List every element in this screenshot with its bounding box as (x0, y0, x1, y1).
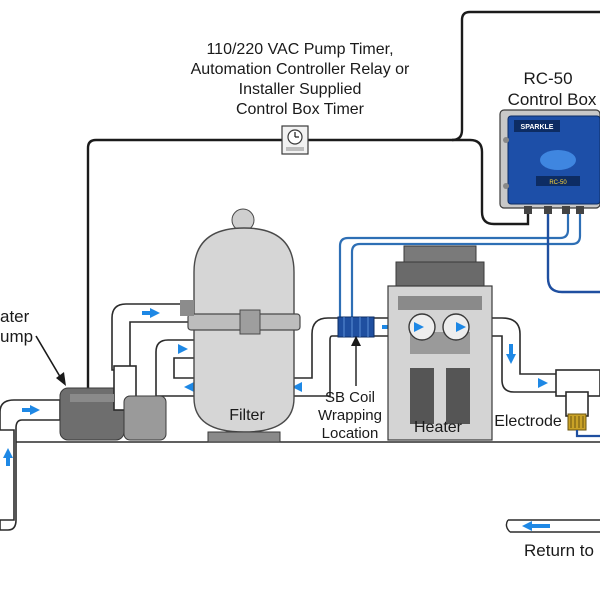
coil-label-line-3: Location (322, 425, 379, 442)
return-pipe (505, 519, 600, 533)
flow-arrow-inlet-right-stem (22, 408, 32, 412)
heater-label: Heater (414, 419, 463, 436)
flow-arrow-down-stem (509, 344, 513, 354)
timer-label-line-2: Automation Controller Relay or (191, 61, 410, 78)
flow-arrow-pump-filter (150, 308, 160, 318)
coil-pointer-head (351, 336, 361, 346)
pump-label-line-1: ater (0, 307, 30, 326)
coil-signal-wire-inner (350, 206, 582, 320)
flow-arrow-inlet-up (3, 448, 13, 458)
filter-tank (180, 208, 301, 443)
sb-coil-wrap (337, 316, 375, 338)
coil-signal-wire-outer (338, 206, 570, 320)
flow-arrow-to-heater-stem (382, 325, 392, 329)
heater-unit (387, 245, 493, 441)
pump-timer (281, 125, 309, 155)
pump-to-filter-pipe (111, 303, 199, 371)
electrode-body (565, 391, 589, 417)
timer-label-line-3: Installer Supplied (239, 81, 362, 98)
flow-arrow-to-electrode (538, 378, 548, 388)
rc50-subtitle: Control Box (508, 90, 597, 109)
flow-arrow-filter-in (178, 344, 188, 354)
filter-bypass-pipe (155, 339, 199, 397)
flow-arrow-filter-return (184, 382, 194, 392)
flow-arrow-return-stem (530, 524, 550, 528)
pump-pointer-arrow (35, 335, 63, 381)
inlet-pipe (0, 399, 61, 531)
flow-arrow-pump-filter-stem (142, 311, 152, 315)
rc50-title: RC-50 (523, 69, 572, 88)
pump-power-wire (86, 138, 282, 392)
electrode-signal-wire (546, 206, 600, 294)
electrode-cable (575, 430, 600, 438)
flow-arrow-inlet-up-stem (6, 456, 10, 466)
coil-label-line-2: Wrapping (318, 407, 382, 424)
pump-pointer-head (56, 372, 66, 386)
electrode-label: Electrode (494, 413, 562, 430)
flow-arrow-return (522, 521, 532, 531)
flow-arrow-heater-outlet (456, 322, 466, 332)
flow-arrow-down (506, 354, 516, 364)
controlbox-feed-wire (452, 138, 530, 226)
water-pump (59, 365, 167, 441)
coil-label-line-1: SB Coil (325, 389, 375, 406)
inlet-riser (0, 429, 15, 521)
timer-label-line-1: 110/220 VAC Pump Timer, (206, 41, 393, 58)
pump-label-line-2: ump (0, 327, 33, 346)
flow-arrow-filter-out (292, 382, 302, 392)
rc50-control-box (499, 109, 600, 214)
flow-arrow-heater-inlet (414, 322, 424, 332)
control-box-brand: SPARKLE (521, 124, 554, 131)
return-label: Return to (524, 541, 594, 560)
filter-label: Filter (229, 407, 265, 424)
control-box-model: RC-50 (549, 180, 567, 186)
timer-label-line-4: Control Box Timer (236, 101, 365, 118)
flow-arrow-inlet-right (30, 405, 40, 415)
